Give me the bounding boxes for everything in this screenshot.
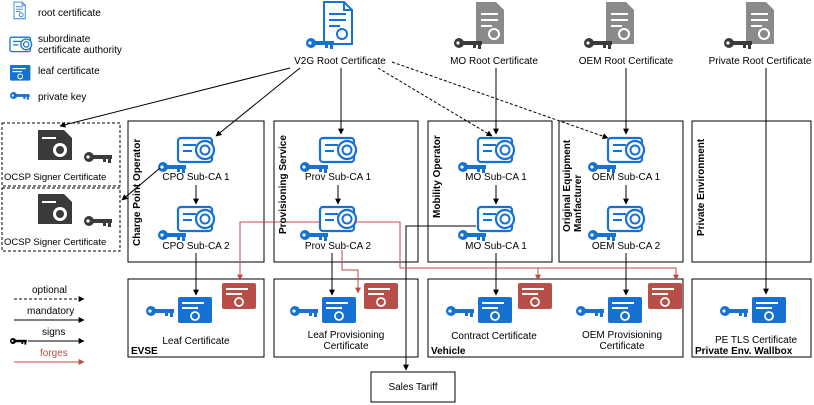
- legend-optional-label: optional: [32, 285, 68, 296]
- v2g-root-icon: [323, 1, 353, 45]
- oem-root-icon: [605, 1, 635, 45]
- prov-forged-icon: [363, 282, 399, 310]
- mo-subca1-icon: [476, 136, 516, 164]
- contract-leaf-icon: [477, 296, 513, 324]
- oemprov-leaf-icon: [607, 296, 643, 324]
- cpo-subca1-label: CPO Sub-CA 1: [162, 172, 230, 183]
- evse-leaf-key-icon: [146, 306, 174, 317]
- cpo-subca1-icon: [176, 136, 216, 164]
- legend-sub-label: subordinate certificate authority: [38, 34, 122, 56]
- sales-tariff-box: [370, 371, 456, 403]
- oemprov-leaf-label: OEM Provisioning Certificate: [581, 330, 663, 352]
- ocsp-label-1: OCSP Signer Certificate: [4, 172, 107, 183]
- ocsp-box-2: [1, 187, 121, 252]
- contract-forged-icon: [517, 282, 553, 310]
- legend-key-label: private key: [38, 92, 87, 103]
- prov-subca2-label: Prov Sub-CA 2: [304, 241, 372, 252]
- contract-leaf-label: Contract Certificate: [451, 331, 537, 342]
- oem-root-label: OEM Root Certificate: [578, 56, 674, 67]
- prov-domain-label: Provisioning Service: [278, 135, 289, 234]
- mo-box: [427, 120, 553, 263]
- wallbox-label: Private Env. Wallbox: [695, 346, 793, 357]
- prov-box: [273, 120, 419, 263]
- evse-leaf-icon: [177, 296, 213, 324]
- ocsp-cert-icon-2: [37, 193, 73, 225]
- legend-leaf-icon: [9, 64, 32, 82]
- prov-leaf-box: [273, 278, 419, 358]
- prov-subca1-label: Prov Sub-CA 1: [304, 172, 372, 183]
- ocsp-key-icon-2: [84, 216, 112, 227]
- vehicle-box: [427, 278, 684, 358]
- private-root-icon: [745, 1, 775, 45]
- mo-root-label: MO Root Certificate: [450, 56, 538, 67]
- legend-sub-icon: [9, 36, 33, 53]
- oemprov-key-icon: [576, 306, 604, 317]
- private-root-label: Private Root Certificate: [708, 56, 812, 67]
- mo-subca2-icon: [476, 205, 516, 233]
- legend-signs-label: signs: [42, 327, 66, 338]
- oemprov-forged-icon: [647, 282, 683, 310]
- oem-subca2-icon: [606, 205, 646, 233]
- legend-root-label: root certificate: [38, 8, 101, 19]
- pe-leaf-icon: [751, 296, 787, 324]
- oem-domain-label: Original Equipment Manfacturer: [562, 139, 584, 232]
- v2g-root-label: V2G Root Certificate: [294, 56, 386, 67]
- pe-leaf-label: PE TLS Certificate: [714, 335, 798, 346]
- legend-forges-label: forges: [40, 348, 68, 359]
- legend-key-icon: [10, 92, 30, 100]
- evse-forged-icon: [221, 282, 257, 310]
- mo-root-icon: [475, 1, 505, 45]
- legend-root-icon: [13, 1, 26, 20]
- vehicle-label: Vehicle: [431, 346, 466, 357]
- mo-subca2-label: MO Sub-CA 1: [465, 241, 527, 252]
- private-box: [691, 120, 812, 263]
- cpo-subca2-label: CPO Sub-CA 2: [162, 241, 230, 252]
- legend-signs-key-icon: [10, 338, 27, 345]
- evse-leaf-label: Leaf Certificate: [162, 336, 230, 347]
- ocsp-key-icon-1: [84, 152, 112, 163]
- sales-tariff-label: Sales Tariff: [388, 382, 438, 393]
- legend-mandatory-label: mandatory: [27, 306, 75, 317]
- oem-subca1-icon: [606, 136, 646, 164]
- ocsp-cert-icon-1: [37, 129, 73, 161]
- ocsp-box-1: [1, 122, 121, 187]
- evse-label: EVSE: [131, 346, 158, 357]
- cpo-domain-label: Charge Point Operator: [132, 138, 143, 246]
- mo-domain-label: Mobility Operator: [432, 135, 443, 218]
- prov-subca2-icon: [318, 205, 358, 233]
- prov-leaf-label: Leaf Provisioning Certificate: [307, 330, 385, 352]
- oem-box: [558, 120, 684, 263]
- ocsp-label-2: OCSP Signer Certificate: [4, 237, 107, 248]
- oem-subca2-label: OEM Sub-CA 2: [591, 241, 661, 252]
- wallbox-box: [691, 278, 812, 358]
- legend-leaf-label: leaf certificate: [38, 66, 100, 77]
- prov-leaf-key-icon: [290, 306, 318, 317]
- pe-key-icon: [720, 306, 748, 317]
- private-domain-label: Private Environment: [696, 138, 707, 236]
- prov-leaf-icon: [321, 296, 357, 324]
- contract-key-icon: [446, 306, 474, 317]
- mo-subca1-label: MO Sub-CA 1: [465, 172, 527, 183]
- oem-subca1-label: OEM Sub-CA 1: [591, 172, 661, 183]
- prov-subca1-icon: [318, 136, 358, 164]
- cpo-subca2-icon: [176, 205, 216, 233]
